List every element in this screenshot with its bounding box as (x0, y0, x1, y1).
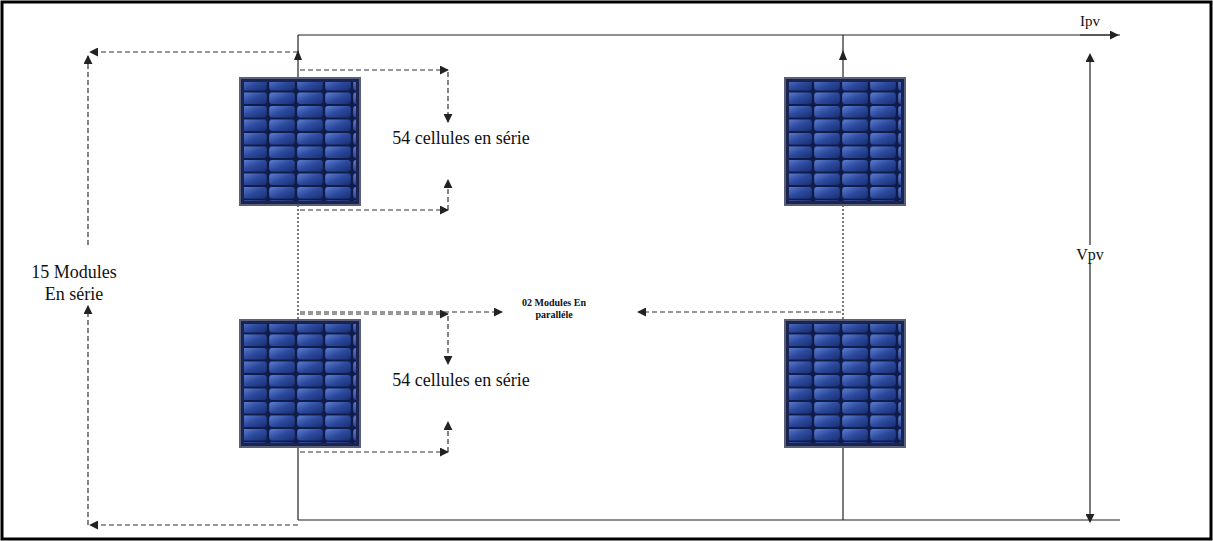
voltage-arrow (1089, 62, 1090, 522)
current-arrow (1080, 34, 1118, 35)
wires (298, 35, 1120, 520)
current-arrow (839, 50, 847, 60)
pv-module (785, 78, 905, 205)
signal-name: Vpv (1070, 245, 1110, 264)
series-dimension (88, 52, 298, 525)
signal-name: Ipv (1072, 12, 1108, 30)
pv-module (240, 320, 360, 447)
pv-module (240, 78, 360, 205)
dimension-label: 02 Modules En paralléle (516, 297, 592, 321)
dimension-label: 54 cellules en série (386, 128, 536, 150)
dimension-label: 15 Modules En série (22, 262, 126, 305)
dimension-label: 54 cellules en série (386, 370, 536, 392)
pv-module (785, 320, 905, 447)
